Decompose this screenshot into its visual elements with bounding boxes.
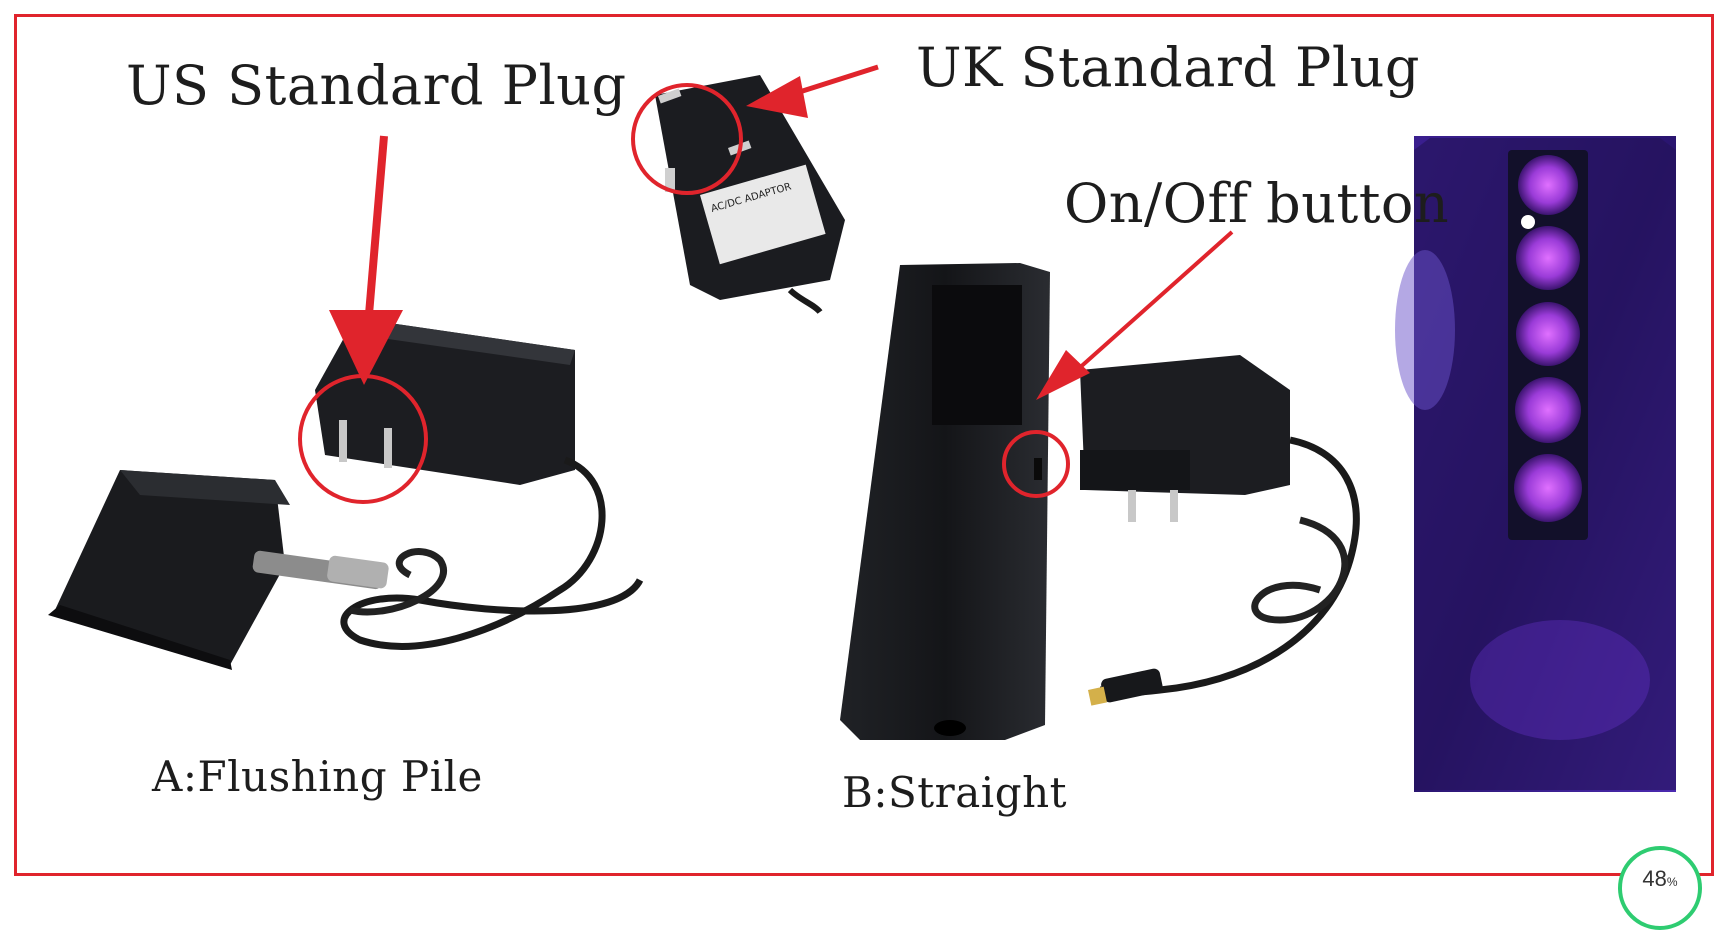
us-adaptor-left (315, 318, 644, 650)
on-off-circle (1002, 430, 1070, 498)
on-off-arrow-shaft (1074, 230, 1234, 373)
straight-bar-device (840, 263, 1050, 740)
us-plug-arrowhead (329, 310, 403, 385)
uk-plug-arrowhead (746, 76, 808, 118)
flushing-pile-device (48, 470, 389, 670)
on-off-label: On/Off button (1064, 172, 1450, 235)
flushing-pile-label: A:Flushing Pile (152, 752, 483, 801)
callout-arrows (329, 64, 1234, 400)
uk-plug-arrow-shaft (789, 64, 879, 98)
progress-indicator: 48% (1618, 846, 1702, 930)
uk-plug-label: UK Standard Plug (916, 36, 1420, 99)
red-border-frame (14, 14, 1714, 876)
us-adaptor-right (1080, 355, 1360, 706)
progress-text: 48% (1622, 866, 1698, 892)
straight-label: B:Straight (842, 768, 1068, 817)
progress-unit: % (1666, 875, 1678, 889)
progress-value: 48 (1642, 866, 1667, 891)
uk-plug-circle (631, 83, 743, 195)
product-scene: AC/DC ADAPTOR (48, 64, 1676, 792)
uv-light-photo (1395, 136, 1676, 792)
uk-adaptor: AC/DC ADAPTOR (655, 75, 845, 314)
on-off-arrowhead (1036, 350, 1090, 400)
us-plug-label: US Standard Plug (126, 54, 627, 117)
